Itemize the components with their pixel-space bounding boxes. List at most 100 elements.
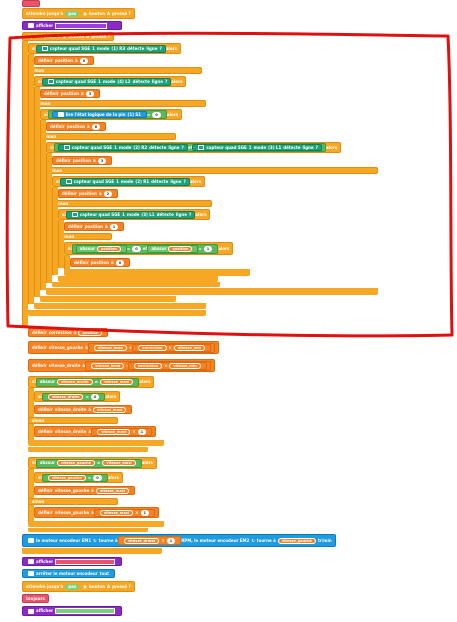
var-select[interactable]: position (78, 190, 97, 196)
position-reporter[interactable]: position (168, 245, 193, 252)
value-input[interactable]: 3 (97, 157, 107, 164)
var-select[interactable]: position (84, 223, 103, 229)
sensor-num-select[interactable]: 1 (116, 178, 119, 184)
channel-select[interactable]: (3) L1 (268, 144, 282, 150)
position-reporter[interactable]: position (96, 245, 121, 252)
wait-until-block-2[interactable]: attendre jusqu'à pas ▣ bouton A pressé ? (22, 581, 135, 592)
compare-operator[interactable]: abs sur vitesse_gauche ≠ vitesse_maxi (35, 458, 142, 468)
pin-select[interactable]: (1) S1 (127, 111, 142, 117)
left-speed-reporter[interactable]: vitesse_gauche (47, 474, 86, 481)
left-speed-reporter[interactable]: vitesse_gauche (56, 460, 96, 466)
display-matrix[interactable] (55, 22, 108, 29)
sensor-num-select[interactable]: 1 (248, 144, 252, 150)
var-select[interactable]: vitesse_droite (54, 428, 87, 434)
value-input[interactable]: 2 (103, 190, 113, 197)
channel-select[interactable]: (3) L1 (141, 211, 155, 217)
if-block-6[interactable]: si capteur quad SGE 1 mode (3) L1 détect… (58, 209, 211, 220)
value-input[interactable]: 0 (79, 57, 89, 64)
set-position-block[interactable]: définir position à 3 (52, 156, 113, 165)
motor-select[interactable]: tout (99, 570, 110, 576)
if-block-5[interactable]: si capteur quad SGE 1 mode (2) R1 détect… (52, 176, 205, 187)
set-position-block[interactable]: définir position à 2 (58, 189, 119, 198)
motor-run-block[interactable]: le moteur encodeur EM1 ↻ tourne à vitess… (22, 534, 336, 547)
coef-reporter[interactable]: vitesse_min (169, 362, 201, 369)
value-input[interactable]: 1 (137, 428, 147, 435)
max-speed-reporter[interactable]: vitesse_maxi (93, 406, 127, 413)
set-position-block[interactable]: définir position à 0 (70, 258, 131, 267)
set-left-speed-max[interactable]: définir vitesse_gauche à vitesse_maxi (34, 486, 136, 495)
add-operator[interactable]: vitesse_base + correction × vitesse_min (87, 342, 216, 353)
if-right-max-block[interactable]: si abs sur vitesse_droite ≠ vitesse_maxi… (28, 376, 155, 388)
mult-operator[interactable]: correction × vitesse_min (132, 343, 212, 352)
not-operator[interactable]: pas (65, 583, 80, 590)
value-input[interactable]: 0 (115, 259, 125, 266)
set-position-block[interactable]: définir position à 0 (34, 56, 95, 65)
quad-sensor-block[interactable]: capteur quad SGE 1 mode (3) L1 détecte l… (192, 144, 322, 151)
if-block-4[interactable]: si capteur quad SGE 1 mode (2) R2 détect… (46, 142, 342, 153)
right-speed-reporter[interactable]: vitesse_droite (123, 537, 160, 544)
var-select[interactable]: correction (48, 329, 72, 335)
sensor-num-select[interactable]: 1 (98, 78, 101, 84)
set-position-block[interactable]: définir position à 1 (64, 222, 125, 231)
mult-operator[interactable]: vitesse_droite × 1 (117, 536, 182, 545)
value-input[interactable]: 0 (93, 474, 102, 481)
if-block-2[interactable]: si capteur quad SGE 1 mode (4) L2 détect… (34, 76, 187, 87)
left-speed-reporter[interactable]: vitesse_gauche (277, 537, 316, 544)
color-select[interactable]: ligne (170, 178, 182, 184)
base-speed-reporter[interactable]: vitesse_base (91, 362, 125, 369)
max-speed-reporter[interactable]: vitesse_maxi (99, 379, 134, 385)
and-operator[interactable]: capteur quad SGE 1 mode (2) R2 détecte l… (53, 143, 326, 152)
equals-operator[interactable]: lire l'état logique de la pin (1) S1 = 0 (47, 110, 167, 119)
sub-operator[interactable]: vitesse_base - correction × vitesse_min (85, 360, 211, 371)
button-select[interactable]: A (106, 10, 111, 16)
correction-reporter[interactable]: correction (133, 362, 163, 369)
display-block-3[interactable]: afficher (22, 606, 122, 616)
quad-sensor-block[interactable]: capteur quad SGE 1 mode (4) L2 détecte l… (41, 77, 172, 86)
max-speed-reporter[interactable]: vitesse_maxi (97, 428, 131, 435)
var-select[interactable]: position (72, 157, 91, 163)
quad-sensor-block[interactable]: capteur quad SGE 1 mode (2) R1 détecte l… (59, 177, 190, 186)
correction-reporter[interactable]: correction (138, 344, 167, 351)
max-speed-reporter[interactable]: vitesse_maxi (95, 487, 130, 494)
max-speed-reporter[interactable]: vitesse_maxi (99, 509, 134, 516)
max-speed-reporter[interactable]: vitesse_maxi (102, 460, 136, 466)
quad-sensor-block[interactable]: capteur quad SGE 1 mode (3) L1 détecte l… (65, 210, 196, 219)
right-speed-reporter[interactable]: vitesse_droite (56, 379, 93, 385)
value-input[interactable]: 1 (166, 537, 176, 544)
display-block-1[interactable]: afficher (22, 21, 122, 30)
value-input[interactable]: 0 (90, 393, 100, 400)
pin-read-block[interactable]: lire l'état logique de la pin (1) S1 (51, 111, 147, 118)
if-left-max-block[interactable]: si abs sur vitesse_gauche ≠ vitesse_maxi… (28, 457, 157, 469)
channel-select[interactable]: (2) R1 (135, 178, 150, 184)
compare-operator[interactable]: abs sur vitesse_droite ≠ vitesse_maxi (35, 377, 140, 387)
compare-operator[interactable]: vitesse_gauche = 0 (41, 473, 108, 482)
var-select[interactable]: position (66, 123, 85, 129)
compare-operator[interactable]: vitesse_droite = 0 (41, 392, 106, 401)
set-right-speed-neg[interactable]: définir vitesse_droite à vitesse_maxi × … (34, 426, 157, 437)
var-select[interactable]: vitesse_gauche (54, 509, 90, 515)
abs-operator[interactable]: abs sur position (147, 244, 199, 253)
display-matrix[interactable] (55, 608, 116, 614)
and-operator[interactable]: abs sur position = 0 et abs sur position… (71, 243, 219, 254)
channel-select[interactable]: (1) R3 (111, 45, 126, 51)
set-position-block[interactable]: définir position à 6 (46, 122, 107, 131)
color-select[interactable]: ligne (302, 144, 314, 150)
var-select[interactable]: vitesse_gauche (54, 487, 90, 493)
neg-operator[interactable]: vitesse_maxi × 1 (91, 427, 153, 436)
button-select[interactable]: A (106, 583, 111, 589)
value-input[interactable]: 0 (152, 111, 161, 118)
display-matrix[interactable] (55, 558, 116, 565)
right-speed-reporter[interactable]: vitesse_droite (47, 393, 84, 400)
sensor-num-select[interactable]: 1 (114, 144, 117, 150)
color-select[interactable]: ligne (151, 78, 163, 84)
value-input[interactable]: 0 (132, 245, 141, 252)
set-right-speed-max[interactable]: définir vitesse_droite à vitesse_maxi (34, 405, 133, 414)
if-block-1[interactable]: si capteur quad SGE 1 mode (1) R3 détect… (28, 43, 181, 54)
color-select[interactable]: ligne (175, 211, 187, 217)
not-operator[interactable]: pas (65, 10, 80, 17)
quad-sensor-block[interactable]: capteur quad SGE 1 mode (2) R2 détecte l… (57, 144, 188, 151)
event-hat-block[interactable] (22, 0, 40, 7)
set-position-block[interactable]: définir position à 3 (40, 89, 101, 98)
color-select[interactable]: ligne (146, 45, 158, 51)
value-input[interactable]: 1 (109, 223, 119, 230)
